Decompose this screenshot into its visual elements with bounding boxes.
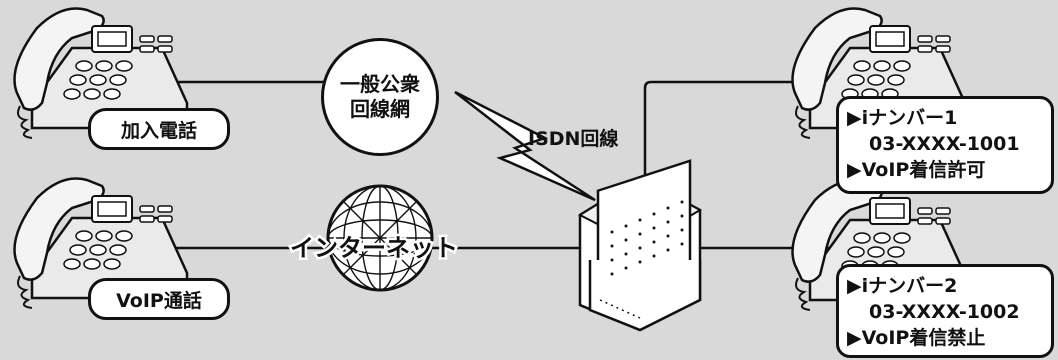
- number1-name: ▶iナンバー1: [847, 107, 958, 129]
- number1-info-box: ▶iナンバー1 03-XXXX-1001 ▶VoIP着信許可: [836, 96, 1054, 194]
- number2-info-box: ▶iナンバー2 03-XXXX-1002 ▶VoIP着信禁止: [836, 264, 1054, 358]
- router-icon: [577, 159, 703, 332]
- number1-voip-status: ▶VoIP着信許可: [847, 159, 986, 181]
- globe-icon: [326, 184, 434, 292]
- number2-voip-status: ▶VoIP着信禁止: [847, 327, 986, 349]
- number2-phone: 03-XXXX-1002: [869, 301, 1020, 323]
- public-network-line2: 回線網: [350, 97, 410, 121]
- isdn-line-label: ISDN回線: [528, 128, 619, 150]
- line-router-phone3: [643, 80, 830, 215]
- internet-label: インターネット: [288, 232, 461, 265]
- public-network-bubble: 一般公衆 回線網: [321, 38, 439, 156]
- subscriber-phone-label: 加入電話: [88, 108, 230, 150]
- public-network-line1: 一般公衆: [340, 72, 420, 96]
- voip-call-label: VoIP通話: [88, 278, 230, 320]
- isdn-lightning: [454, 90, 596, 202]
- number1-phone: 03-XXXX-1001: [869, 133, 1020, 155]
- number2-name: ▶iナンバー2: [847, 275, 958, 297]
